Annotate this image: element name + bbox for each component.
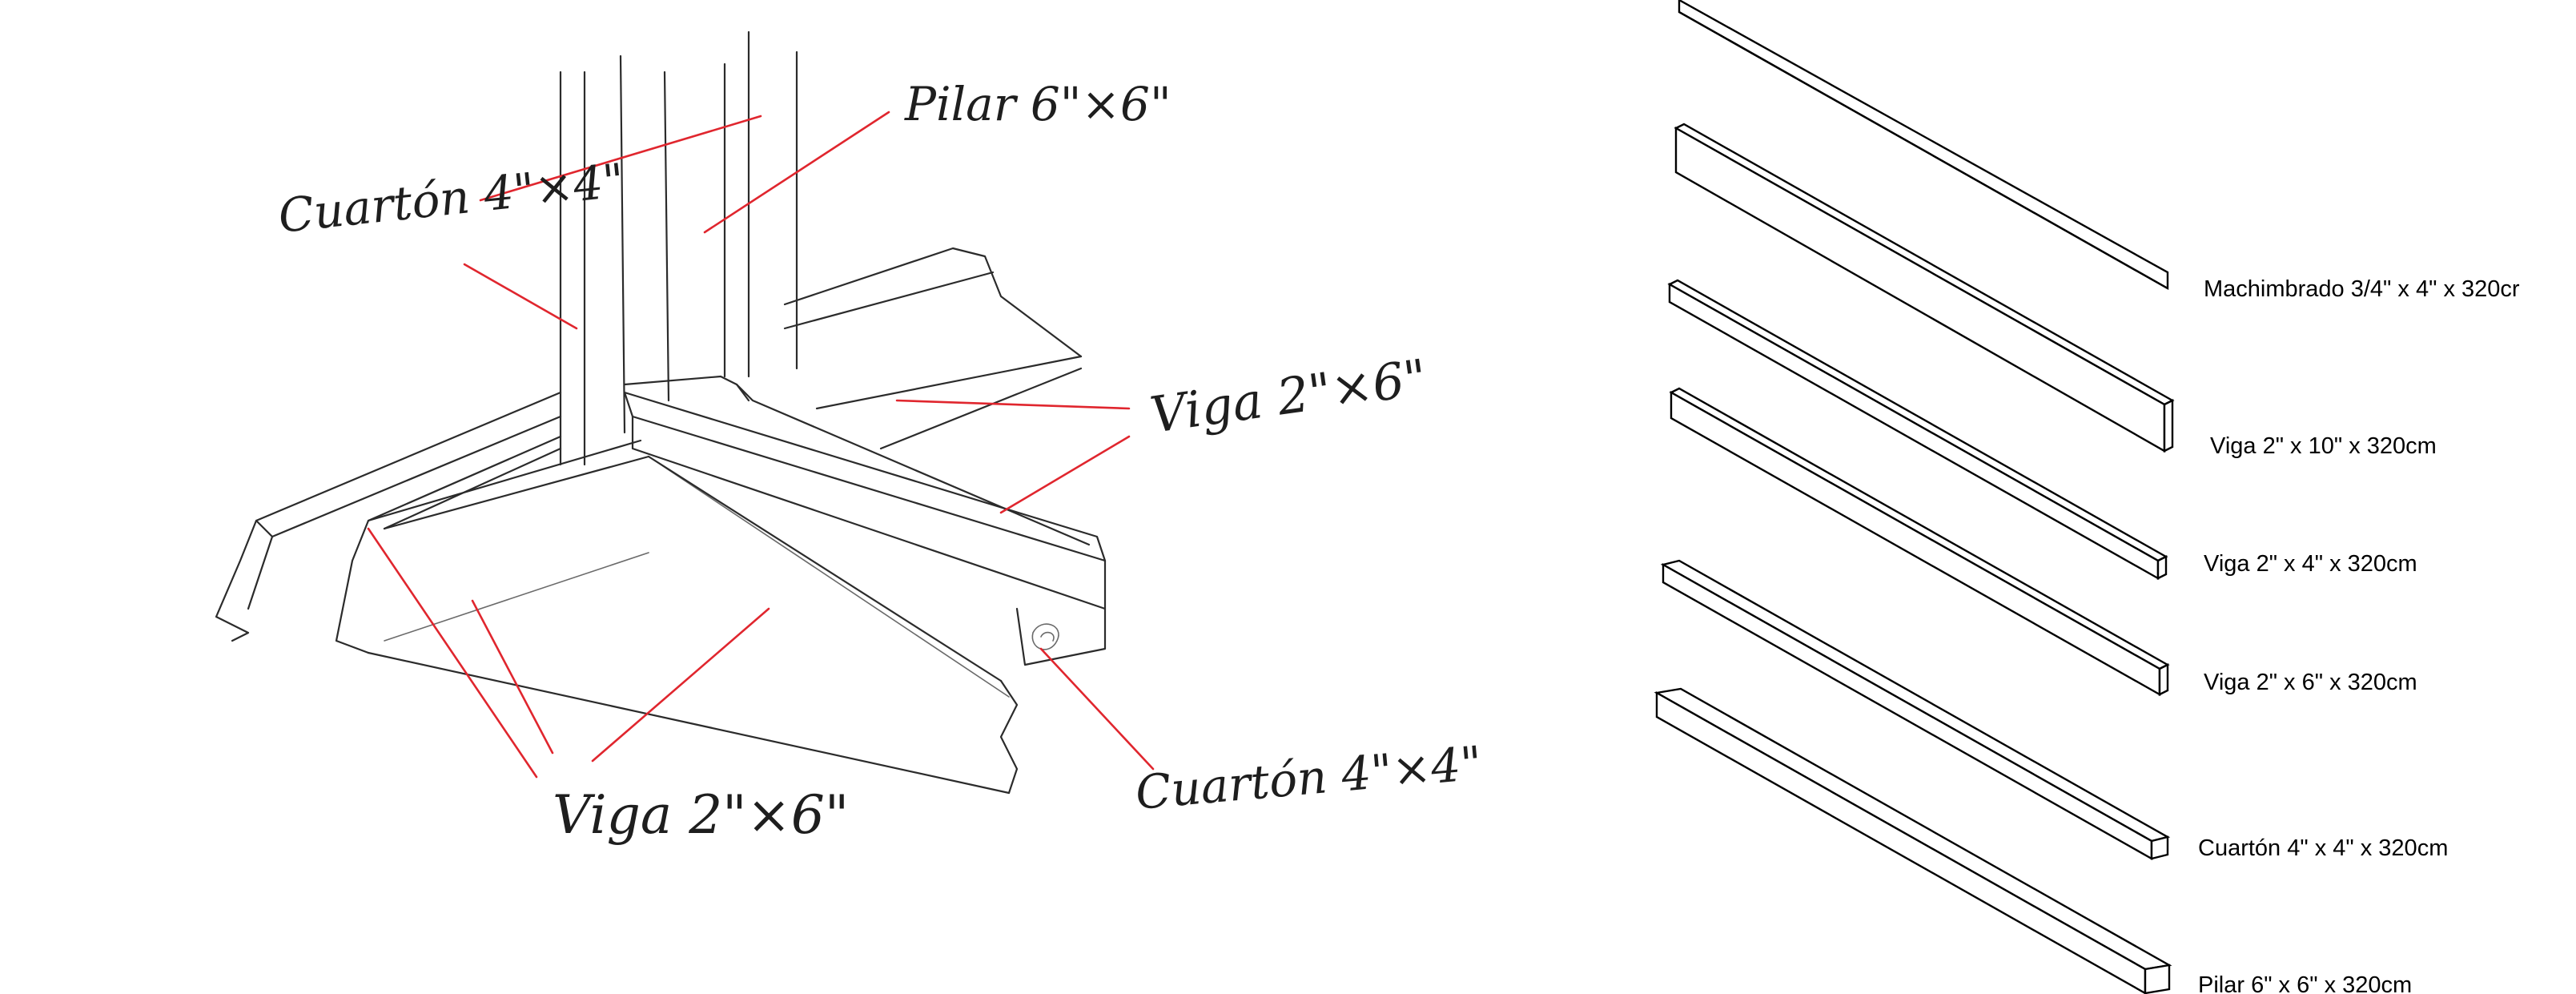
member-pilar-6x6: Pilar 6" x 6" x 320cm: [1654, 687, 2412, 994]
sketch-beam-left: [215, 391, 562, 654]
member-label: Pilar 6" x 6" x 320cm: [2198, 972, 2412, 994]
member-machimbrado: Machimbrado 3/4" x 4" x 320cr: [1678, 0, 2520, 302]
label-pilar: Pilar 6"×6": [904, 77, 1171, 131]
member-label: Machimbrado 3/4" x 4" x 320cr: [2204, 276, 2520, 302]
member-label: Viga 2" x 10" x 320cm: [2210, 433, 2437, 459]
joint-sketch: Pilar 6"×6" Cuartón 4"×4" Viga 2"×6" Vig…: [215, 30, 1484, 846]
member-cuarton-4x4: Cuartón 4" x 4" x 320cm: [1660, 559, 2448, 861]
sketch-beam-right: [783, 247, 1083, 450]
sketch-pillar: [559, 30, 798, 466]
member-label: Viga 2" x 4" x 320cm: [2204, 551, 2417, 577]
member-viga-2x4: Viga 2" x 4" x 320cm: [1667, 279, 2417, 581]
member-label: Viga 2" x 6" x 320cm: [2204, 670, 2417, 695]
label-viga-right: Viga 2"×6": [1147, 348, 1431, 445]
annotation-leaders: [367, 111, 1155, 779]
sketch-cuarton: [623, 383, 1107, 666]
label-cuarton-bottom: Cuartón 4"×4": [1133, 735, 1484, 820]
sketch-beam-front: [367, 439, 1019, 795]
member-viga-2x10: Viga 2" x 10" x 320cm: [1674, 123, 2437, 459]
member-viga-2x6: Viga 2" x 6" x 320cm: [1669, 387, 2417, 697]
label-cuarton-top: Cuartón 4"×4": [275, 153, 627, 243]
member-label: Cuartón 4" x 4" x 320cm: [2198, 835, 2448, 861]
member-legend: Machimbrado 3/4" x 4" x 320cr Viga 2" x …: [1654, 0, 2520, 994]
label-viga-bottom: Viga 2"×6": [553, 784, 849, 846]
